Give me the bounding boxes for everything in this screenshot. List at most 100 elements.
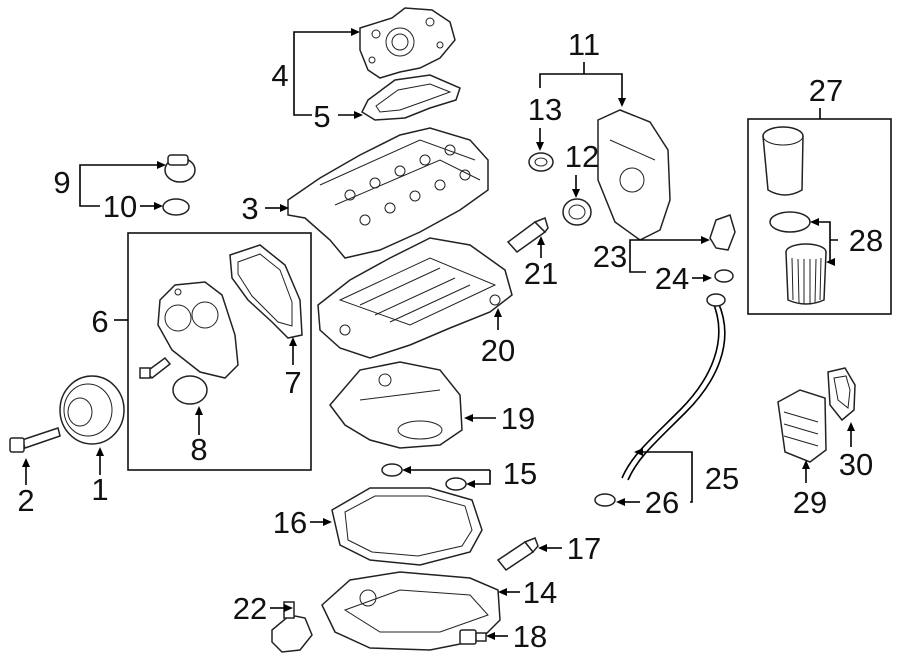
callout-25: 25 [705,461,739,496]
part-timing-bolt [139,356,172,379]
part-oil-filler-cap [164,154,196,183]
callout-3: 3 [241,191,258,226]
part-seal-ring-a [381,463,403,477]
arrowhead-19 [464,414,473,422]
callout-14: 14 [523,575,557,610]
part-cover-plug [528,152,554,172]
arrowhead-14 [498,588,507,596]
callout-10: 10 [103,189,137,224]
arrowhead-13 [536,142,544,151]
part-breather-gasket [361,74,461,121]
part-pulley-bolt [9,427,61,453]
callout-24: 24 [655,261,689,296]
arrowhead-4 [351,28,360,36]
arrowhead-15a [402,466,411,474]
part-oil-filter-housing [762,126,804,196]
part-oil-pan [321,571,501,651]
callout-2: 2 [17,483,34,518]
arrowhead-30 [847,422,855,431]
callout-6: 6 [91,304,108,339]
callout-8: 8 [190,432,207,467]
callout-9: 9 [53,165,70,200]
arrowhead-5 [354,111,363,119]
callout-18: 18 [513,619,547,654]
arrowhead-20 [494,308,502,317]
leader-15 [410,469,491,485]
part-dipstick-tube [621,293,726,481]
arrowhead-16 [323,518,332,526]
callout-13: 13 [528,92,562,127]
callout-23: 23 [593,239,627,274]
arrowhead-2 [22,458,30,467]
part-cooler-gasket [827,367,856,422]
part-front-cover [597,109,671,241]
part-drain-plug [459,629,487,645]
arrowhead-22 [284,604,293,612]
arrowhead-28b [826,258,835,266]
arrowhead-1 [96,447,104,456]
arrowhead-8 [195,406,203,415]
arrowhead-12 [572,189,580,198]
part-oil-pan-gasket [331,487,483,566]
arrowhead-26 [616,498,625,506]
arrowhead-9 [157,161,166,169]
part-dipstick-seal [594,493,616,507]
leader-23 [629,239,702,273]
leader-25 [642,451,693,503]
arrowhead-10 [154,202,163,210]
part-oil-filter-element [785,243,827,305]
arrowhead-11 [618,98,626,107]
callout-19: 19 [501,401,535,436]
callout-22: 22 [233,591,267,626]
callout-17: 17 [567,531,601,566]
part-timing-o-ring [172,375,208,405]
callout-28: 28 [849,223,883,258]
arrowhead-17 [538,544,547,552]
callout-12: 12 [565,139,599,174]
callout-20: 20 [481,333,515,368]
callout-27: 27 [809,73,843,108]
part-sealant-tube-lower [496,537,539,572]
callout-29: 29 [793,485,827,520]
arrowhead-24 [703,274,712,282]
arrowhead-18 [486,632,495,640]
leader-11 [539,62,623,98]
arrowhead-25 [634,448,643,456]
arrowhead-28a [810,218,819,226]
part-timing-cover-gasket [229,244,303,339]
callout-5: 5 [313,99,330,134]
part-oil-level-sensor [271,601,313,653]
part-crankshaft-pulley [59,375,125,445]
callout-4: 4 [271,58,288,93]
part-cylinder-head [317,237,513,359]
arrowhead-7 [289,337,297,346]
arrowhead-23 [701,236,710,244]
arrowhead-21 [537,236,545,245]
callout-16: 16 [273,505,307,540]
part-filler-tube-top [709,214,736,251]
leader-4 [293,31,352,116]
part-breather-housing [359,7,456,79]
arrowhead-3 [280,204,289,212]
callout-21: 21 [524,256,558,291]
part-sealant-tube-upper [506,216,549,253]
part-filler-ring [714,269,734,283]
callout-7: 7 [284,365,301,400]
arrowhead-29 [802,460,810,469]
arrowhead-15b [466,480,475,488]
callout-15: 15 [503,456,537,491]
callout-30: 30 [839,447,873,482]
callout-26: 26 [645,485,679,520]
part-front-seal [562,198,592,226]
part-filler-cap-seal [162,198,190,216]
part-timing-cover [157,281,239,379]
part-baffle-plate [329,361,463,449]
leader-9 [79,164,158,207]
callout-1: 1 [91,472,108,507]
callout-11: 11 [568,27,600,62]
part-oil-cooler [777,389,827,463]
part-seal-ring-b [445,477,467,491]
part-cylinder-head-cover [287,127,489,259]
part-filter-o-ring [769,211,811,233]
